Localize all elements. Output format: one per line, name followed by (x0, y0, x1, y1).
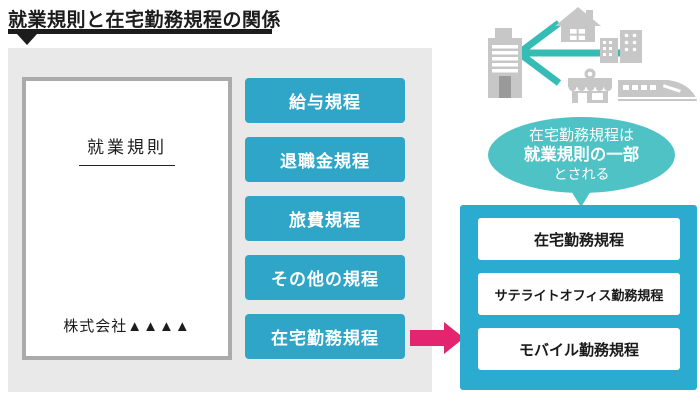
network-arrows-icon (516, 20, 638, 86)
telework-item-home: 在宅勤務規程 (478, 218, 680, 260)
reg-button-telework: 在宅勤務規程 (245, 314, 405, 359)
telework-regulations-box: 在宅勤務規程 サテライトオフィス勤務規程 モバイル勤務規程 (460, 205, 697, 390)
shop-icon (568, 68, 612, 103)
telework-item-mobile: モバイル勤務規程 (478, 328, 680, 370)
telework-illustration (488, 7, 697, 103)
document-company: 株式会社▲▲▲▲ (63, 319, 191, 335)
document-title: 就業規則 (79, 133, 175, 166)
pink-arrow-icon (410, 322, 464, 354)
reg-button-salary: 給与規程 (245, 78, 405, 123)
callout-tail-icon (568, 186, 594, 207)
reg-button-other: その他の規程 (245, 255, 405, 300)
city-buildings-icon (600, 30, 642, 63)
reg-button-travel: 旅費規程 (245, 196, 405, 241)
callout-line1: 在宅勤務規程は (528, 126, 634, 144)
work-rules-document: 就業規則 株式会社▲▲▲▲ (22, 77, 232, 360)
callout-line3: とされる (553, 166, 610, 183)
page-title: 就業規則と在宅勤務規程の関係 (8, 10, 282, 31)
callout-bubble: 在宅勤務規程は 就業規則の一部 とされる (488, 117, 675, 193)
title-pointer-icon (17, 34, 37, 45)
telework-item-satellite: サテライトオフィス勤務規程 (478, 273, 680, 315)
title-underline (8, 29, 272, 34)
train-icon (618, 80, 697, 101)
callout-line2: 就業規則の一部 (523, 146, 640, 165)
reg-button-retirement: 退職金規程 (245, 137, 405, 182)
house-icon (555, 7, 601, 42)
office-building-icon (488, 28, 522, 98)
